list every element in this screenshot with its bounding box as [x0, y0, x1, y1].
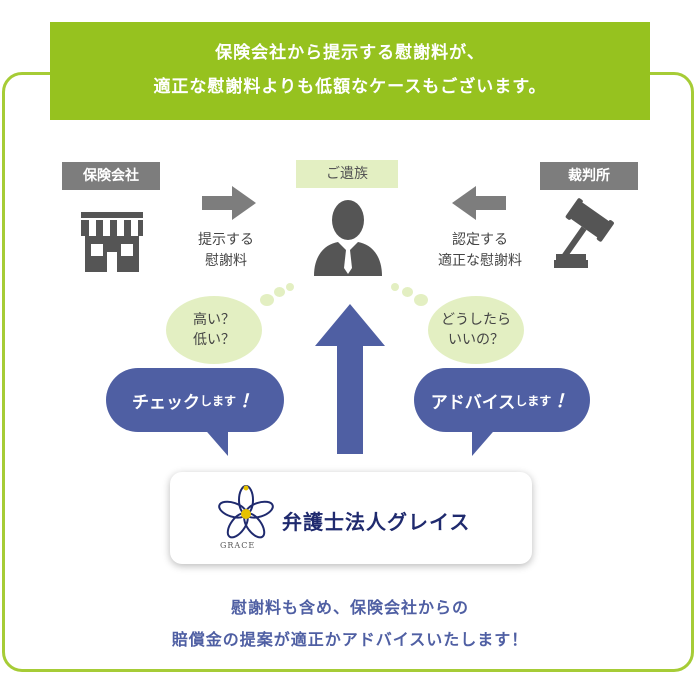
store-icon [81, 212, 143, 272]
check-main-text: チェック [131, 392, 200, 413]
thought-dot [260, 294, 274, 306]
advice-exclamation: ！ [555, 391, 574, 412]
header-banner: 保険会社から提示する慰謝料が、 適正な慰謝料よりも低額なケースもございます。 [50, 22, 650, 120]
thought-dot [391, 283, 399, 291]
family-tag: ご遺族 [296, 160, 398, 188]
thought-dot [402, 287, 413, 297]
court-flow-line-2: 適正な慰謝料 [438, 253, 522, 269]
thought-dot [286, 283, 294, 291]
law-firm-name: 弁護士法人グレイス [282, 510, 471, 534]
thought-bubble-left: 高い？ 低い？ [166, 296, 262, 364]
advice-speech-bubble: アドバイス します ！ [414, 368, 590, 432]
court-tag: 裁判所 [540, 162, 638, 190]
thought-right-line-1: どうしたら [441, 312, 511, 328]
thought-dot [414, 294, 428, 306]
person-icon [314, 200, 382, 276]
thought-bubble-right: どうしたら いいの？ [428, 296, 524, 364]
thought-left-line-2: 低い？ [193, 332, 235, 348]
grace-logo-icon [218, 485, 274, 539]
court-flow-line-1: 認定する [452, 232, 508, 248]
footer-line-2: 賠償金の提案が適正かアドバイスいたします！ [171, 630, 529, 649]
gavel-icon [554, 198, 614, 268]
grace-logo-mark-text: GRACE [220, 541, 256, 550]
footer-line-1: 慰謝料も含め、保険会社からの [230, 598, 469, 617]
banner-line-1: 保険会社から提示する慰謝料が、 [215, 43, 485, 63]
check-small-text: します [199, 393, 236, 408]
thought-dot [274, 287, 285, 297]
check-speech-bubble: チェック します ！ [106, 368, 284, 432]
advice-main-text: アドバイス [430, 392, 516, 413]
insurer-flow-line-1: 提示する [198, 232, 254, 248]
thought-left-line-1: 高い？ [193, 312, 235, 328]
insurer-tag: 保険会社 [62, 162, 160, 190]
banner-line-2: 適正な慰謝料よりも低額なケースもございます。 [153, 77, 547, 97]
arrow-left-icon [452, 186, 506, 220]
court-flow-caption: 認定する 適正な慰謝料 [425, 230, 535, 272]
law-firm-logo-card: GRACE 弁護士法人グレイス [170, 472, 532, 564]
thought-right-line-2: いいの？ [448, 332, 504, 348]
arrow-up-icon [315, 304, 385, 454]
arrow-right-icon [202, 186, 256, 220]
advice-small-text: します [515, 393, 552, 408]
insurer-flow-caption: 提示する 慰謝料 [171, 230, 281, 272]
check-exclamation: ！ [240, 391, 258, 412]
insurer-flow-line-2: 慰謝料 [205, 253, 247, 269]
